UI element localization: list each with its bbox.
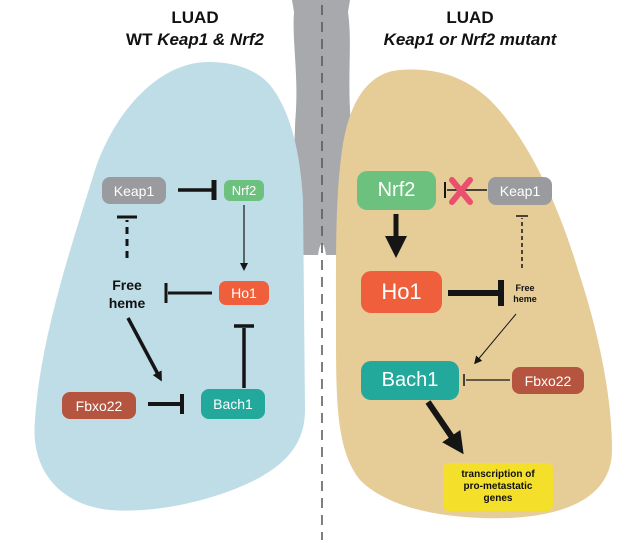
right-free-heme-label: Free heme: [505, 283, 545, 305]
right-title-line1: LUAD: [446, 8, 494, 27]
right-fbxo22-node: Fbxo22: [512, 367, 584, 394]
left-bach1-node: Bach1: [201, 389, 265, 419]
left-free-heme-line2: heme: [108, 295, 146, 311]
edge-heme-to-bach1-right: [474, 313, 517, 365]
left-ho1-node: Ho1: [219, 281, 269, 305]
left-free-heme-label: Free heme: [95, 276, 159, 312]
right-title-line2: Keap1 or Nrf2 mutant: [383, 30, 557, 49]
right-title: LUAD Keap1 or Nrf2 mutant: [345, 7, 595, 51]
inhibition-cross-icon: [449, 177, 473, 205]
right-genes-box: transcription of pro-metastatic genes: [443, 463, 553, 511]
right-bach1-node: Bach1: [361, 361, 459, 400]
edge-bach1-to-genes: [425, 400, 464, 455]
left-title: LUAD WT Keap1 & Nrf2: [70, 7, 320, 51]
left-keap1-node: Keap1: [102, 177, 166, 204]
left-title-line2: WT Keap1 & Nrf2: [126, 30, 264, 49]
left-nrf2-node: Nrf2: [224, 180, 264, 201]
right-genes-line1: transcription of: [461, 469, 535, 480]
left-fbxo22-node: Fbxo22: [62, 392, 136, 419]
right-free-heme-line2: heme: [513, 294, 537, 304]
left-title-line1: LUAD: [171, 8, 219, 27]
right-genes-line3: genes: [483, 493, 513, 504]
right-genes-line2: pro-metastatic: [463, 481, 533, 492]
left-free-heme-line1: Free: [112, 277, 142, 293]
right-keap1-node: Keap1: [488, 177, 552, 205]
edge-heme-to-bach1: [126, 317, 162, 382]
right-nrf2-node: Nrf2: [357, 171, 436, 210]
right-free-heme-line1: Free: [515, 283, 535, 293]
right-ho1-node: Ho1: [361, 271, 442, 313]
